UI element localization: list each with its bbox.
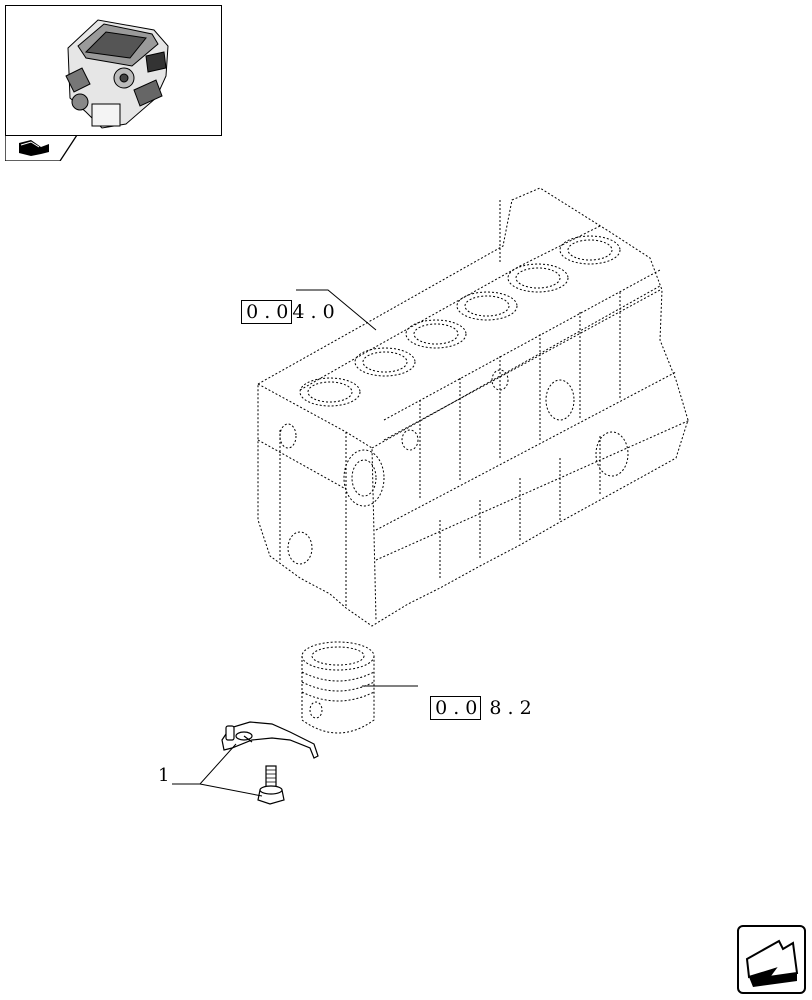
leader-lines (172, 289, 418, 797)
piston (301, 641, 375, 734)
engine-block (257, 187, 691, 627)
item-1-callout: 1 (158, 765, 170, 786)
piston-ref-boxed: 0 . 0 (430, 696, 482, 720)
block-ref-boxed: 0 . 0 (241, 300, 293, 324)
piston-ref-rest: 8 . 2 (489, 697, 532, 719)
piston-reference-label[interactable]: 0 . 0 8 . 2 (418, 675, 532, 720)
bolt (257, 765, 285, 805)
next-page-button[interactable] (737, 925, 806, 994)
section-tab (4, 134, 85, 162)
oil-jet-pipe (221, 721, 319, 759)
engine-thumbnail-icon (65, 19, 169, 129)
engine-thumbnail-frame (5, 5, 222, 136)
next-page-arrow-icon (745, 939, 799, 987)
block-ref-rest: 4 . 0 (292, 301, 335, 323)
